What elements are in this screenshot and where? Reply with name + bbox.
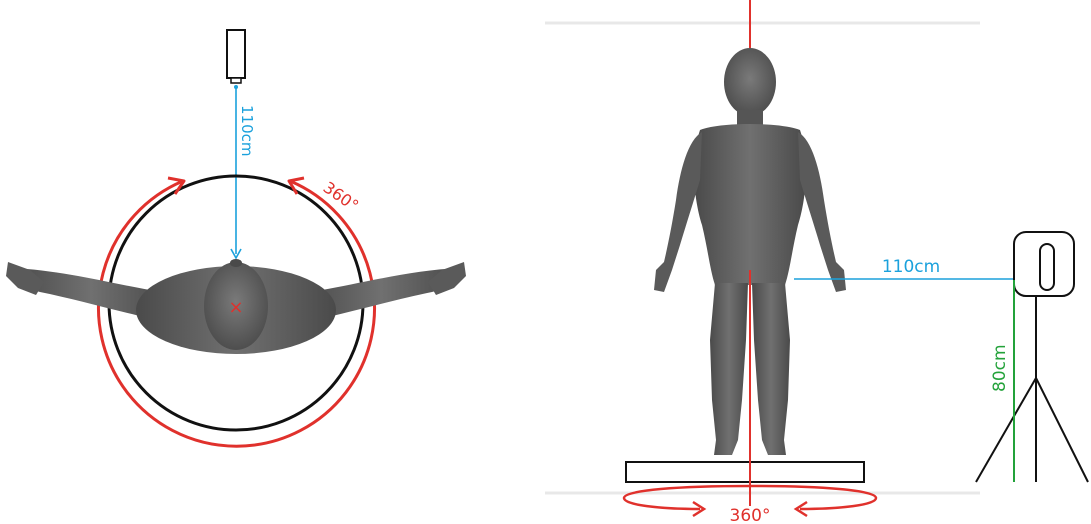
rotation-label: 360° bbox=[320, 178, 362, 216]
side-view: 360° 110cm 80cm bbox=[545, 0, 1088, 524]
camera-distance-label: 110cm bbox=[882, 257, 940, 277]
center-marker-icon: × bbox=[228, 297, 243, 318]
camera-height-label: 80cm bbox=[990, 344, 1010, 392]
distance-line-start-dot bbox=[234, 85, 238, 89]
rotation-label: 360° bbox=[730, 506, 771, 524]
camera-icon bbox=[1014, 232, 1074, 296]
turntable-icon bbox=[626, 462, 864, 482]
camera-distance-label: 110cm bbox=[238, 105, 256, 157]
top-view: 110cm 360° bbox=[6, 30, 466, 446]
camera-icon bbox=[227, 30, 245, 83]
